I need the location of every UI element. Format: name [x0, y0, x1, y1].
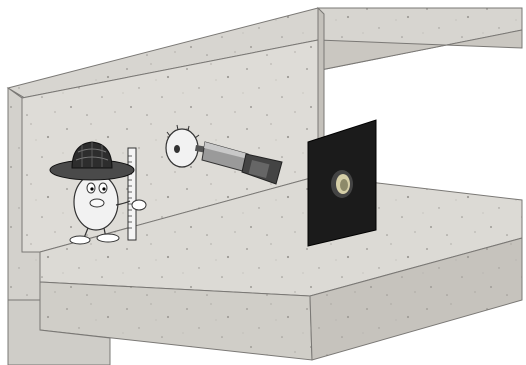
lower-wall-block — [7, 299, 111, 365]
core-drill-icon — [165, 124, 283, 185]
mascot-with-hat-and-ruler-icon — [49, 141, 147, 245]
wall-sleeve-plate-icon — [307, 119, 377, 247]
